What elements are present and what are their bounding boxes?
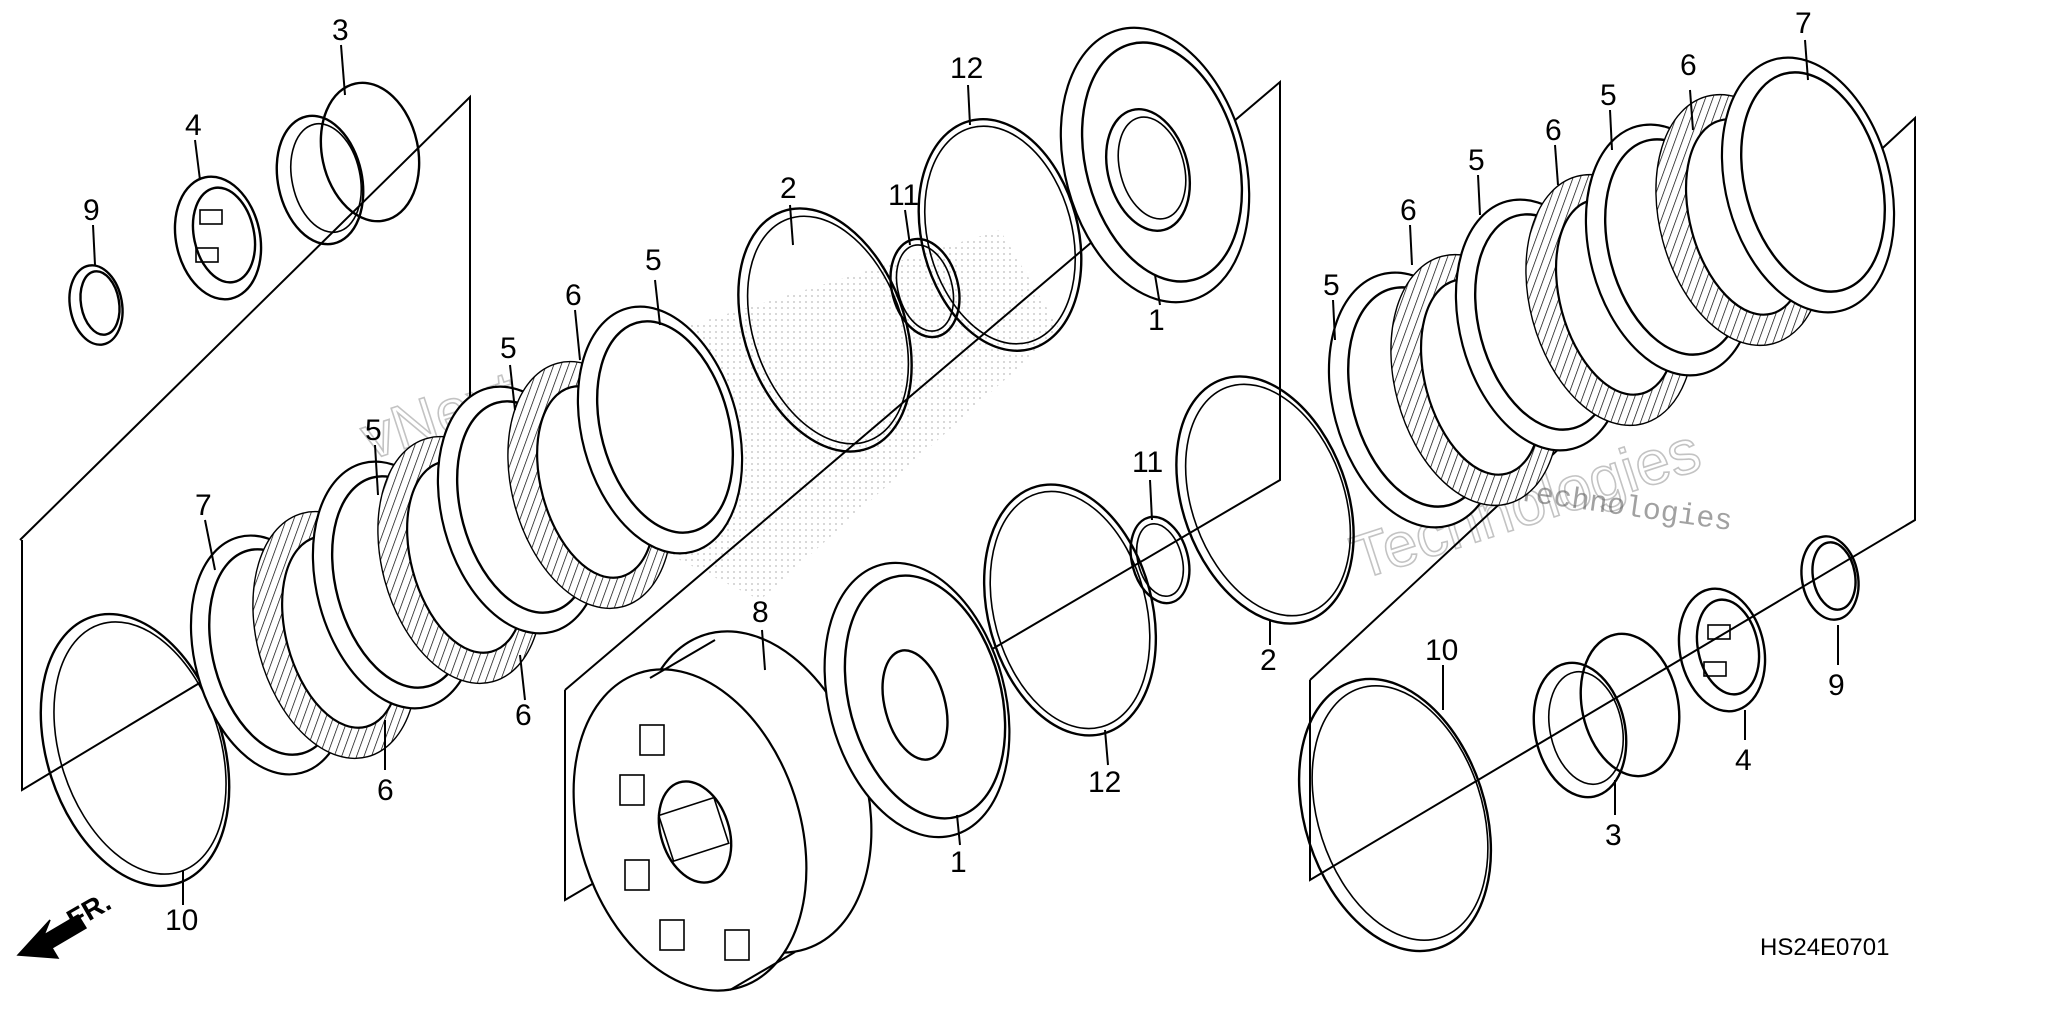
part-o-ring-11-upper — [889, 237, 961, 339]
callout-10-right: 10 — [1425, 634, 1458, 667]
callout-9-left: 9 — [83, 194, 100, 227]
callout-6-left-b: 6 — [515, 699, 532, 732]
part-piston-1-upper — [1059, 26, 1251, 304]
callout-6-right-c: 6 — [1680, 49, 1697, 82]
part-snap-ring-9-left — [68, 264, 124, 346]
callout-7-left: 7 — [195, 489, 212, 522]
callout-5-right-c: 5 — [1600, 79, 1617, 112]
part-seal-rings-3-left — [275, 81, 421, 246]
part-o-ring-11-lower — [1129, 515, 1191, 605]
callout-9-right: 9 — [1828, 669, 1845, 702]
part-end-plate-7-right — [1720, 56, 1896, 314]
callout-1-lower: 1 — [950, 846, 967, 879]
callout-5-left-b: 5 — [500, 332, 517, 365]
callout-5-right-a: 5 — [1323, 269, 1340, 302]
callout-12-lower: 12 — [1088, 766, 1121, 799]
part-thrust-washer-4-left — [173, 175, 263, 301]
callout-5-left-a: 5 — [365, 414, 382, 447]
part-clutch-drum-8 — [572, 630, 873, 992]
callout-6-right-a: 6 — [1400, 194, 1417, 227]
part-snap-ring-9-right — [1800, 535, 1860, 621]
diagram-code: HS24E0701 — [1760, 934, 1889, 961]
front-direction-indicator: FR. — [16, 886, 116, 959]
callout-labels: 9 4 3 7 10 6 5 6 5 6 5 2 11 12 1 8 1 12 … — [83, 7, 1845, 937]
part-clutch-plate-5-left-c — [576, 305, 744, 555]
callout-4-right: 4 — [1735, 744, 1752, 777]
part-seal-2-upper — [737, 207, 913, 453]
callout-6-right-b: 6 — [1545, 114, 1562, 147]
callout-12-upper: 12 — [950, 52, 983, 85]
part-seal-rings-3-right — [1532, 632, 1681, 799]
leader-lines — [92, 39, 1839, 905]
part-seal-2-lower — [1175, 375, 1355, 625]
callout-4-left: 4 — [185, 109, 202, 142]
callout-6-left-c: 6 — [565, 279, 582, 312]
callout-3-right: 3 — [1605, 819, 1622, 852]
callout-5-right-b: 5 — [1468, 144, 1485, 177]
callout-3-left: 3 — [332, 14, 349, 47]
callout-2-upper: 2 — [780, 172, 797, 205]
callout-2-lower: 2 — [1260, 644, 1277, 677]
part-thrust-washer-4-right — [1677, 587, 1767, 713]
callout-6-left-a: 6 — [377, 774, 394, 807]
callout-5-left-c: 5 — [645, 244, 662, 277]
center-group-frame — [564, 79, 1281, 902]
callout-11-upper: 11 — [888, 179, 919, 212]
callout-11-lower: 11 — [1132, 446, 1163, 479]
callout-8: 8 — [752, 596, 769, 629]
callout-1-upper: 1 — [1148, 304, 1165, 337]
part-snap-ring-10-right — [1297, 677, 1493, 953]
part-piston-1-lower — [823, 561, 1011, 839]
callout-7-right: 7 — [1795, 7, 1812, 40]
callout-10-left: 10 — [165, 904, 198, 937]
arrow-left-down-icon — [16, 913, 88, 959]
